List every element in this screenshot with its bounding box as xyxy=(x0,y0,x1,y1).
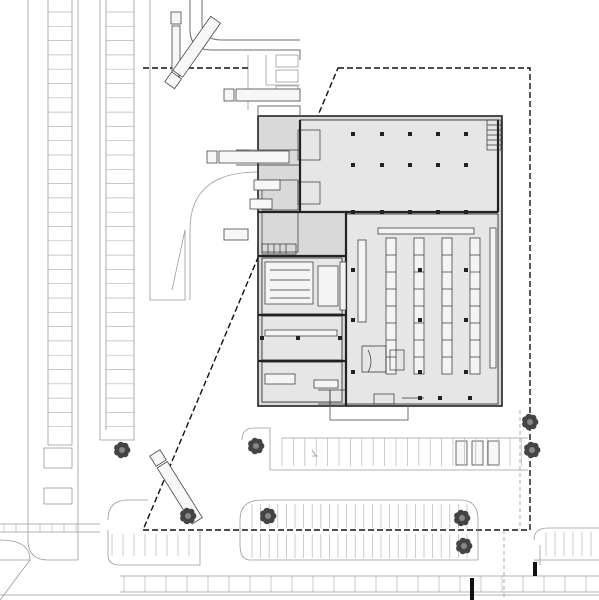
planter-box xyxy=(43,487,73,505)
shelf-unit xyxy=(377,227,475,235)
shelf-unit xyxy=(313,379,339,389)
truck xyxy=(487,440,500,466)
structural-column xyxy=(296,336,300,340)
truck xyxy=(164,15,222,90)
structural-column xyxy=(464,132,468,136)
structural-column xyxy=(464,268,468,272)
structural-column xyxy=(408,163,412,167)
structural-column xyxy=(418,396,422,400)
tree-trunk xyxy=(459,515,465,521)
tree-trunk xyxy=(265,513,271,519)
structural-column xyxy=(438,396,442,400)
structural-column xyxy=(351,268,355,272)
structural-column xyxy=(436,163,440,167)
structural-column xyxy=(464,370,468,374)
shelf-unit xyxy=(357,239,367,323)
structural-column xyxy=(436,132,440,136)
vehicles xyxy=(149,11,500,525)
structural-column xyxy=(338,336,342,340)
entrance-mat xyxy=(373,393,395,405)
structural-column xyxy=(468,396,472,400)
back-room xyxy=(261,315,343,361)
left-parking-stalls xyxy=(48,11,72,428)
tree-trunk xyxy=(527,419,533,425)
front-parking xyxy=(241,427,528,471)
shelf-unit xyxy=(339,261,347,311)
bollard xyxy=(470,578,474,600)
truck xyxy=(455,440,468,466)
structural-column xyxy=(418,318,422,322)
tree xyxy=(180,507,197,525)
structural-column xyxy=(436,210,440,214)
tree xyxy=(260,507,277,525)
structural-column xyxy=(418,268,422,272)
structural-column xyxy=(351,163,355,167)
bottom-parking-stalls xyxy=(3,504,592,592)
warehouse-room xyxy=(299,119,499,213)
shelving-units xyxy=(377,227,497,375)
structural-column xyxy=(351,318,355,322)
trees xyxy=(114,413,541,555)
dock-room xyxy=(297,129,321,161)
left-parking-stalls xyxy=(106,11,134,428)
structural-column xyxy=(260,336,264,340)
truck xyxy=(206,150,290,164)
structural-column xyxy=(464,163,468,167)
structural-column xyxy=(351,210,355,214)
front-parking-stalls xyxy=(281,438,522,466)
structural-column xyxy=(418,370,422,374)
tree xyxy=(248,437,265,455)
truck xyxy=(223,88,301,102)
structural-column xyxy=(464,210,468,214)
tree-trunk xyxy=(185,513,191,519)
checkout-desk xyxy=(361,345,387,373)
bottom-parking xyxy=(0,410,599,600)
tree xyxy=(454,509,471,527)
truck xyxy=(149,449,203,525)
tree xyxy=(456,537,473,555)
pallet-rack xyxy=(264,261,314,305)
shelf-unit xyxy=(264,373,296,385)
shelf-unit xyxy=(489,227,497,369)
left-parking-area xyxy=(27,0,151,561)
tree-trunk xyxy=(529,447,535,453)
structural-column xyxy=(380,163,384,167)
checkout-counter xyxy=(389,349,405,371)
structural-columns xyxy=(260,132,472,400)
planter-box xyxy=(43,447,73,469)
entrance-canopy xyxy=(329,406,409,421)
tree-trunk xyxy=(253,443,259,449)
tree xyxy=(522,413,539,431)
structural-column xyxy=(380,132,384,136)
shelf-unit xyxy=(264,329,338,337)
structural-column xyxy=(408,132,412,136)
structural-column xyxy=(380,210,384,214)
structural-column xyxy=(464,318,468,322)
car xyxy=(223,228,249,241)
car xyxy=(249,198,273,210)
structural-column xyxy=(351,132,355,136)
accessible-symbol xyxy=(311,449,318,457)
car xyxy=(253,179,281,191)
tree xyxy=(524,441,541,459)
tree-trunk xyxy=(461,543,467,549)
property-line xyxy=(141,67,531,531)
bollard xyxy=(533,562,537,576)
structural-column xyxy=(351,370,355,374)
tree-trunk xyxy=(119,447,125,453)
tree xyxy=(114,441,131,459)
structural-column xyxy=(408,210,412,214)
pallet-rack xyxy=(317,265,339,307)
building xyxy=(257,115,503,421)
truck xyxy=(471,440,484,466)
